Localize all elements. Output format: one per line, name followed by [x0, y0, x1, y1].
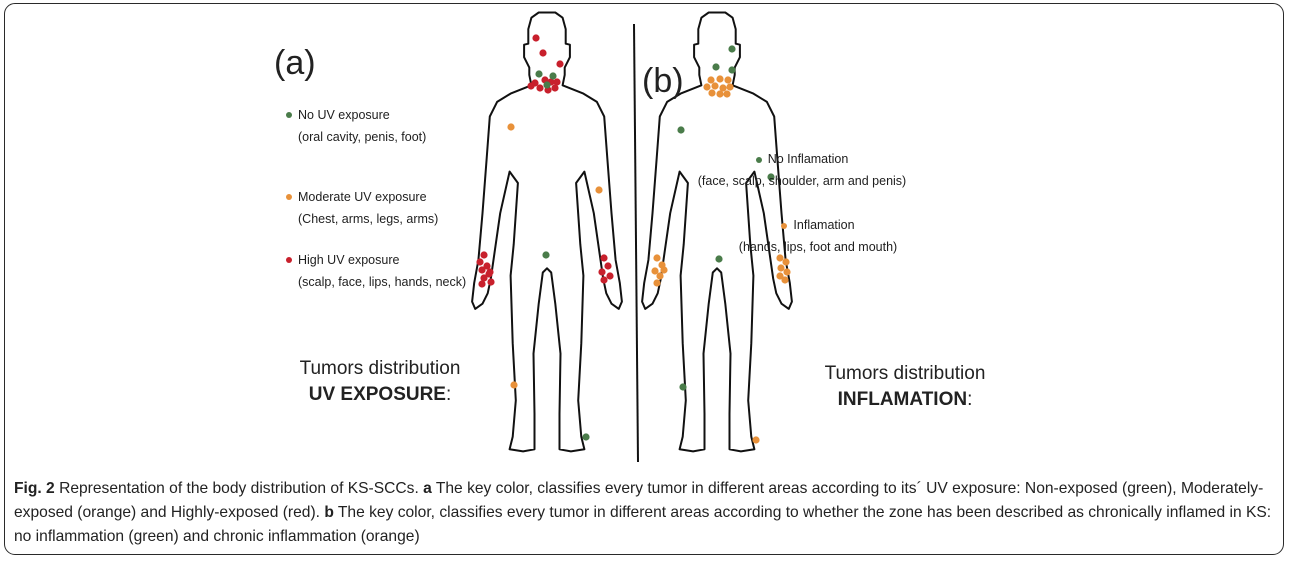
panel-b-summary: Tumors distribution INFLAMATION:: [805, 361, 1005, 413]
panel-b-label: (b): [642, 62, 684, 101]
legend-dot-green: [286, 112, 292, 118]
tumor-dot-a-red: [532, 34, 539, 41]
legend-no-inflamation-title: No Inflamation: [677, 148, 927, 170]
tumor-dot-b-green: [712, 63, 719, 70]
tumor-dot-a-green: [535, 70, 542, 77]
panel-b-summary-line2: INFLAMATION: [838, 389, 967, 410]
caption-fig-label: Fig. 2: [14, 480, 55, 497]
tumor-dot-a-green: [543, 81, 550, 88]
legend-no-inflamation-detail: (face, scalp, shoulder, arm and penis): [677, 170, 927, 192]
tumor-dot-a-orange: [507, 123, 514, 130]
tumor-dot-b-orange: [783, 268, 790, 275]
panel-a-summary-line1: Tumors distribution: [280, 356, 480, 382]
panel-a-summary-line2: UV EXPOSURE: [309, 384, 446, 405]
tumor-dot-a-green: [542, 251, 549, 258]
tumor-dot-b-green: [677, 126, 684, 133]
tumor-dot-b-green: [728, 66, 735, 73]
tumor-dot-a-red: [480, 251, 487, 258]
tumor-dot-a-red: [604, 262, 611, 269]
figure: (a) (b) No UV exposure (oral cavity, pen…: [0, 0, 1290, 470]
tumor-dot-b-green: [679, 383, 686, 390]
tumor-dot-a-green: [549, 72, 556, 79]
panel-divider: [634, 24, 638, 462]
legend-high-uv-detail: (scalp, face, lips, hands, neck): [298, 271, 466, 293]
tumor-dot-b-orange: [723, 90, 730, 97]
legend-no-uv-title: No UV exposure: [298, 104, 426, 126]
tumor-dot-a-red: [527, 82, 534, 89]
caption-a-label: a: [423, 480, 432, 497]
tumor-dot-a-red: [478, 280, 485, 287]
tumor-dot-b-orange: [653, 254, 660, 261]
legend-dot-orange: [286, 194, 292, 200]
legend-dot-orange: [781, 223, 787, 229]
tumor-dot-a-red: [539, 49, 546, 56]
panel-a-summary-colon: :: [446, 384, 451, 405]
figure-caption: Fig. 2 Representation of the body distri…: [14, 477, 1276, 549]
tumor-dot-b-orange: [653, 279, 660, 286]
tumor-dot-b-orange: [752, 436, 759, 443]
legend-inflamation-title: Inflamation: [693, 214, 943, 236]
tumor-dot-b-orange: [716, 75, 723, 82]
legend-high-uv-title: High UV exposure: [298, 249, 466, 271]
tumor-dot-b-orange: [726, 83, 733, 90]
legend-high-uv: High UV exposure (scalp, face, lips, han…: [298, 249, 466, 293]
panel-a-summary: Tumors distribution UV EXPOSURE:: [280, 356, 480, 408]
tumor-dot-b-orange: [656, 272, 663, 279]
tumor-dot-a-green: [582, 433, 589, 440]
tumor-dot-a-red: [556, 60, 563, 67]
tumor-dot-a-red: [600, 254, 607, 261]
tumor-dot-b-orange: [708, 89, 715, 96]
tumor-dot-b-orange: [703, 83, 710, 90]
tumor-dot-b-orange: [782, 258, 789, 265]
legend-moderate-uv: Moderate UV exposure (Chest, arms, legs,…: [298, 186, 438, 230]
legend-no-uv-detail: (oral cavity, penis, foot): [298, 126, 426, 148]
tumor-dot-a-red: [536, 84, 543, 91]
panel-a-label: (a): [274, 44, 316, 83]
legend-dot-green: [756, 157, 762, 163]
tumor-dot-a-orange: [595, 186, 602, 193]
legend-inflamation-detail: (hands, lips, foot and mouth): [693, 236, 943, 258]
tumor-dot-a-red: [478, 266, 485, 273]
tumor-dot-a-red: [553, 78, 560, 85]
legend-no-uv: No UV exposure (oral cavity, penis, foot…: [298, 104, 426, 148]
tumor-dot-b-green: [728, 45, 735, 52]
tumor-dot-b-orange: [716, 90, 723, 97]
legend-inflamation-text: Inflamation: [793, 218, 854, 232]
legend-inflamation: Inflamation (hands, lips, foot and mouth…: [693, 214, 943, 258]
tumor-dot-a-orange: [510, 381, 517, 388]
tumor-dot-a-red: [598, 268, 605, 275]
caption-intro: Representation of the body distribution …: [55, 480, 423, 497]
legend-dot-red: [286, 257, 292, 263]
legend-no-inflamation: No Inflamation (face, scalp, shoulder, a…: [677, 148, 927, 192]
tumor-dot-b-orange: [707, 76, 714, 83]
legend-moderate-uv-detail: (Chest, arms, legs, arms): [298, 208, 438, 230]
panel-b-summary-colon: :: [967, 389, 972, 410]
tumor-dot-b-orange: [711, 82, 718, 89]
tumor-dot-b-orange: [660, 266, 667, 273]
tumor-dot-a-red: [487, 278, 494, 285]
tumor-dot-b-orange: [724, 76, 731, 83]
tumor-dot-a-red: [486, 268, 493, 275]
tumor-dot-b-orange: [777, 264, 784, 271]
panel-b-summary-line1: Tumors distribution: [805, 361, 1005, 387]
tumor-dot-a-red: [476, 258, 483, 265]
tumor-dot-a-red: [606, 272, 613, 279]
caption-b-label: b: [324, 504, 334, 521]
tumor-dot-b-orange: [781, 276, 788, 283]
tumor-dot-a-red: [600, 276, 607, 283]
legend-moderate-uv-title: Moderate UV exposure: [298, 186, 438, 208]
legend-no-inflamation-text: No Inflamation: [768, 152, 849, 166]
